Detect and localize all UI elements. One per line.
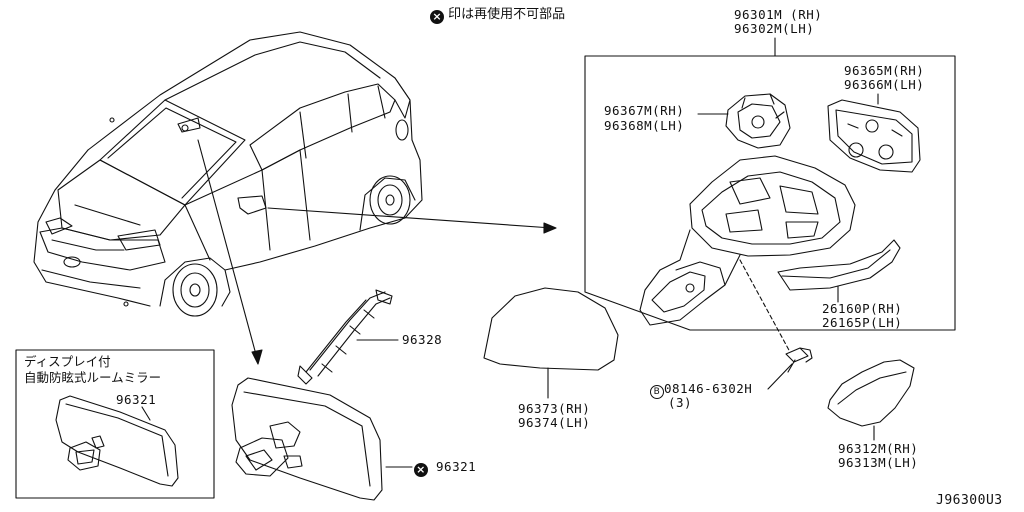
part-label-96312M: 96312M(RH) [838, 441, 919, 456]
part-label-26160P: 26160P(RH) [822, 301, 903, 316]
inner-mirror [231, 377, 383, 501]
part-label-96321: × 96321 [414, 460, 476, 477]
part-label-96374: 96374(LH) [518, 415, 591, 430]
bolt [785, 347, 813, 373]
part-label-96301M: 96301M (RH) [734, 7, 823, 22]
inset-title-line2: 自動防眩式ルームミラー [24, 370, 162, 385]
inset-part-number: 96321 [116, 392, 157, 407]
part-label-26165P: 26165P(LH) [822, 315, 903, 330]
mirror-cover [827, 359, 915, 427]
harness [297, 289, 393, 385]
part-label-96328: 96328 [402, 332, 443, 347]
turn-lamp [777, 239, 901, 291]
part-label-96368M: 96368M(LH) [604, 118, 685, 133]
part-number-96321: 96321 [436, 459, 477, 474]
part-label-bolt-qty: (3) [668, 395, 693, 410]
diagram-code: J96300U3 [936, 493, 1003, 508]
part-label-96366M: 96366M(LH) [844, 77, 925, 92]
assy-frame [584, 55, 956, 331]
part-label-96367M: 96367M(RH) [604, 103, 685, 118]
notice-text: 印は再使用不可部品 [448, 7, 566, 22]
bolt-number: 08146-6302H [664, 381, 753, 396]
leader-arrows [197, 139, 557, 365]
mirror-glass [483, 287, 619, 371]
actuator [725, 93, 791, 149]
part-label-96365M: 96365M(RH) [844, 63, 925, 78]
inset-mirror [55, 395, 179, 487]
bolt-prefix-icon: B [650, 385, 664, 399]
notice-label: × 印は再使用不可部品 [430, 8, 565, 24]
glass-holder [827, 99, 921, 173]
part-label-96313M: 96313M(LH) [838, 455, 919, 470]
inset-title-line1: ディスプレイ付 [24, 354, 111, 369]
leader-bolt [767, 363, 793, 390]
inset-frame [15, 349, 215, 499]
bolt-dashed-leader [739, 259, 791, 353]
vehicle-illustration [33, 31, 423, 317]
inset-leader [141, 406, 151, 421]
part-label-96302M: 96302M(LH) [734, 21, 815, 36]
non-reusable-icon: × [414, 463, 428, 477]
part-label-96373: 96373(RH) [518, 401, 591, 416]
mirror-housing [639, 155, 856, 326]
non-reusable-icon: × [430, 10, 444, 24]
